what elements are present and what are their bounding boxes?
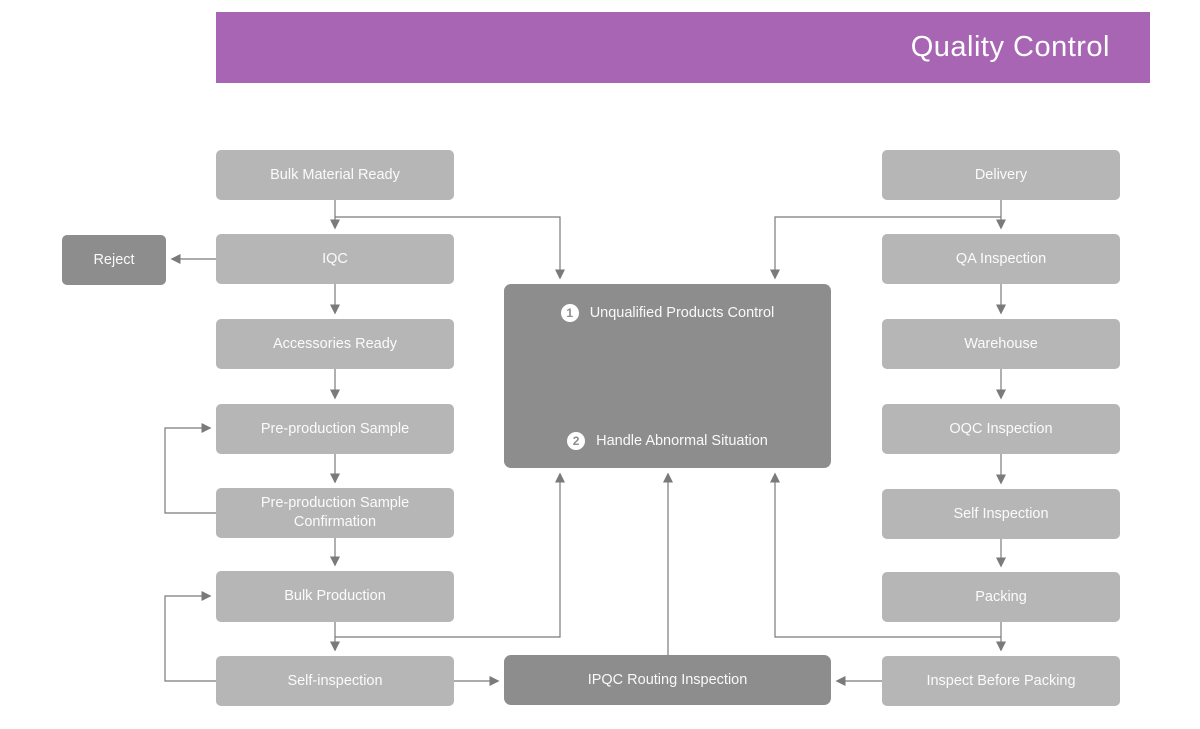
- node-label: Warehouse: [964, 335, 1038, 352]
- connector-selfinspection-loop-to-bulkproduction: [164, 590, 216, 682]
- node-label: Packing: [975, 588, 1027, 605]
- node-inspect-before-packing: Inspect Before Packing: [882, 656, 1120, 706]
- connector-bulkmaterial-to-centerbox: [335, 216, 566, 280]
- node-label: Bulk Material Ready: [270, 166, 400, 183]
- panel-item-label: Handle Abnormal Situation: [596, 433, 768, 449]
- connector-packing-to-centerbox: [769, 472, 1001, 638]
- node-self-inspection: Self-inspection: [216, 656, 454, 706]
- node-label: IPQC Routing Inspection: [587, 671, 748, 688]
- node-bulk-material-ready: Bulk Material Ready: [216, 150, 454, 200]
- panel-item-2: 2 Handle Abnormal Situation: [504, 432, 831, 450]
- number-2-circle-icon: 2: [567, 432, 586, 450]
- unqualified-products-control-panel: 1 Unqualified Products Control 2 Handle …: [504, 284, 831, 468]
- page-title: Quality Control: [910, 31, 1110, 63]
- node-label: Self Inspection: [953, 505, 1049, 522]
- header-banner: Quality Control: [216, 12, 1150, 83]
- node-label: Pre-production Sample: [260, 420, 410, 437]
- node-label: Inspect Before Packing: [926, 672, 1076, 689]
- panel-item-label: Unqualified Products Control: [589, 305, 775, 321]
- node-label: IQC: [322, 250, 348, 267]
- node-accessories-ready: Accessories Ready: [216, 319, 454, 369]
- node-bulk-production: Bulk Production: [216, 571, 454, 622]
- connector-bulkproduction-to-centerbox: [335, 472, 566, 638]
- node-label: Accessories Ready: [272, 335, 398, 352]
- node-pre-production-sample: Pre-production Sample: [216, 404, 454, 454]
- node-pre-production-sample-confirmation: Pre-production Sample Confirmation: [216, 488, 454, 538]
- node-warehouse: Warehouse: [882, 319, 1120, 369]
- node-reject: Reject: [62, 235, 166, 285]
- number-1-circle-icon: 1: [560, 304, 579, 322]
- node-packing: Packing: [882, 572, 1120, 622]
- node-label: QA Inspection: [955, 250, 1047, 267]
- panel-item-1: 1 Unqualified Products Control: [504, 304, 831, 322]
- node-label: Reject: [93, 251, 135, 268]
- node-label: Bulk Production: [284, 588, 386, 605]
- node-qa-inspection: QA Inspection: [882, 234, 1120, 284]
- node-oqc-inspection: OQC Inspection: [882, 404, 1120, 454]
- node-iqc: IQC: [216, 234, 454, 284]
- node-label: Self-inspection: [287, 672, 383, 689]
- node-label: OQC Inspection: [949, 420, 1053, 437]
- node-ipqc-routing-inspection: IPQC Routing Inspection: [504, 655, 831, 705]
- node-label: Delivery: [974, 166, 1028, 183]
- connector-confirmation-loop-to-sample: [164, 422, 216, 514]
- node-delivery: Delivery: [882, 150, 1120, 200]
- node-label: Pre-production Sample Confirmation: [260, 495, 410, 530]
- node-self-inspection-right: Self Inspection: [882, 489, 1120, 539]
- connector-delivery-to-centerbox: [769, 216, 1001, 280]
